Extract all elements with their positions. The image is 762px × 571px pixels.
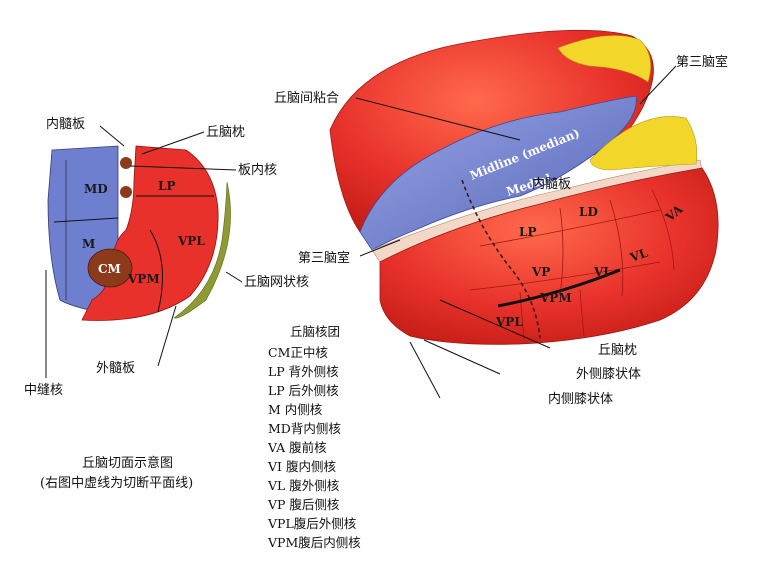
intralaminar-dot-1 bbox=[120, 157, 132, 169]
leader-interthalamic-adhesion bbox=[355, 97, 521, 141]
legend-title: 丘脑核团 bbox=[290, 324, 340, 339]
label-pulvinar: 丘脑枕 bbox=[206, 125, 245, 140]
leader-pulvinar-model bbox=[439, 299, 551, 349]
label-internal-lamina: 内髓板 bbox=[46, 116, 85, 132]
leader-external-lamina bbox=[157, 305, 177, 367]
vp-bracket bbox=[497, 268, 621, 308]
leader-intralaminar bbox=[129, 165, 237, 171]
legend-item: VI 腹内侧核 bbox=[267, 459, 336, 474]
legend-item: LP 背外侧核 bbox=[268, 364, 339, 379]
model-nucleus-vi: VI bbox=[593, 265, 609, 279]
leader-medial-geniculate bbox=[409, 341, 441, 399]
upper-yellow-cap bbox=[557, 35, 651, 83]
nucleus-label-vpl: VPL bbox=[177, 234, 205, 248]
lower-yellow-cap bbox=[589, 116, 698, 171]
legend-item: VPL腹后外侧核 bbox=[267, 516, 357, 531]
legend: 丘脑核团 CM正中核 LP 背外侧核 LP 后外侧核 M 内侧核 MD背内侧核 … bbox=[267, 324, 361, 550]
model-nucleus-vl: VL bbox=[627, 245, 650, 265]
medial-surface bbox=[359, 95, 637, 251]
nucleus-label-cm: CM bbox=[98, 262, 121, 276]
leader-internal-lamina bbox=[99, 125, 125, 147]
cut-plane-line bbox=[461, 179, 541, 339]
model-nucleus-ld: LD bbox=[579, 205, 598, 219]
legend-item: VP 腹后侧核 bbox=[267, 497, 340, 512]
reticular-nucleus bbox=[173, 181, 231, 319]
legend-item: VL 腹外侧核 bbox=[267, 478, 340, 493]
nucleus-label-lp: LP bbox=[158, 179, 175, 193]
label-third-ventricle-top: 第三脑室 bbox=[676, 54, 728, 70]
model-nucleus-vpl: VPL bbox=[495, 315, 523, 329]
label-interthalamic-adhesion: 丘脑间粘合 bbox=[274, 91, 339, 106]
label-intralaminar: 板内核 bbox=[238, 162, 277, 178]
label-external-lamina: 外髓板 bbox=[96, 361, 135, 376]
legend-item: LP 后外侧核 bbox=[268, 383, 339, 398]
legend-item: CM正中核 bbox=[268, 345, 328, 360]
lower-lobe-divisions bbox=[469, 189, 675, 341]
label-third-ventricle-left: 第三脑室 bbox=[298, 250, 350, 266]
nucleus-label-vpm: VPM bbox=[127, 272, 160, 286]
leader-reticular bbox=[225, 271, 243, 283]
label-medial-geniculate: 内侧膝状体 bbox=[548, 391, 613, 407]
thalamus-model: Midline (median) Medial LP LD VA VL VP V… bbox=[274, 29, 728, 407]
cm-nucleus bbox=[87, 248, 133, 288]
label-reticular: 丘脑网状核 bbox=[244, 275, 309, 290]
label-raphe: 中缝核 bbox=[24, 383, 63, 398]
intralaminar-dot-2 bbox=[120, 186, 132, 198]
label-lateral-geniculate: 外侧膝状体 bbox=[576, 367, 641, 382]
legend-item: VPM腹后内侧核 bbox=[267, 535, 361, 550]
nucleus-label-m: M bbox=[82, 237, 95, 251]
vpl-vpm-divider bbox=[149, 229, 163, 313]
model-nucleus-vpm: VPM bbox=[539, 291, 572, 305]
leader-third-ventricle-left bbox=[359, 239, 401, 257]
md-m-divider bbox=[53, 217, 119, 223]
model-nucleus-vp: VP bbox=[531, 265, 550, 279]
label-pulvinar-model: 丘脑枕 bbox=[598, 343, 637, 358]
model-nucleus-lp: LP bbox=[519, 225, 536, 239]
lower-lobe bbox=[379, 167, 719, 345]
legend-item: M 内侧核 bbox=[268, 402, 323, 417]
caption-note: (右图中虚线为切断平面线) bbox=[40, 476, 193, 491]
label-internal-lamina-model: 内髓板 bbox=[532, 176, 571, 192]
legend-item: VA 腹前核 bbox=[267, 440, 327, 455]
leader-pulvinar bbox=[141, 131, 205, 155]
legend-item: MD背内侧核 bbox=[268, 421, 341, 436]
nucleus-label-md: MD bbox=[84, 182, 108, 196]
caption-title: 丘脑切面示意图 bbox=[82, 455, 173, 471]
cross-section: MD M CM LP VPL VPM 内髓板 丘脑枕 板内核 丘脑网状核 外髓板… bbox=[24, 116, 309, 491]
leader-lateral-geniculate bbox=[423, 339, 501, 375]
leader-third-ventricle-top bbox=[639, 65, 677, 105]
